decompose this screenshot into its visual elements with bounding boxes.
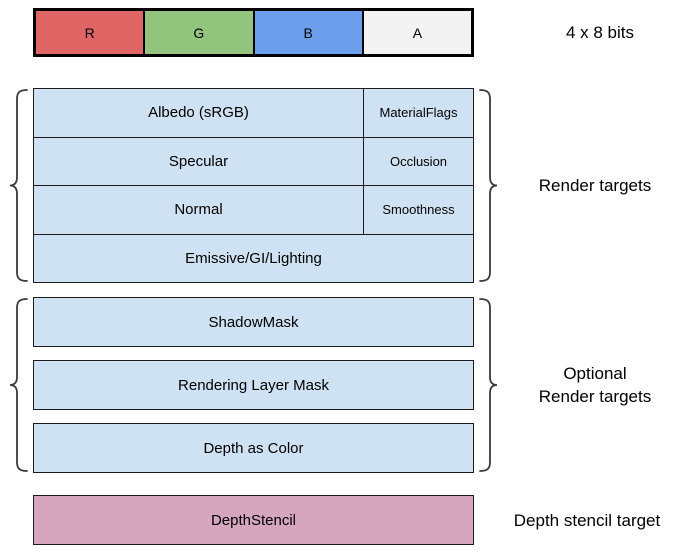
- depth-stencil-target-label: Depth stencil target: [484, 495, 690, 545]
- render-targets-table: Albedo (sRGB) MaterialFlags Specular Occ…: [33, 88, 474, 283]
- rendering-layer-mask-label: Rendering Layer Mask: [178, 376, 329, 394]
- shadowmask-label: ShadowMask: [208, 313, 299, 331]
- render-targets-label: Render targets: [500, 88, 690, 283]
- depth-as-color-box: Depth as Color: [33, 423, 474, 473]
- depth-stencil-target-label-text: Depth stencil target: [513, 510, 661, 530]
- channel-r-cell: R: [36, 11, 144, 54]
- specular-cell: Specular: [168, 152, 229, 170]
- render-target-row-normal: Normal Smoothness: [34, 185, 473, 234]
- depth-as-color-label: Depth as Color: [203, 439, 304, 457]
- optional-targets-left-brace: [6, 297, 30, 473]
- optional-label-line2: Render targets: [538, 387, 652, 406]
- render-target-row-albedo: Albedo (sRGB) MaterialFlags: [34, 89, 473, 137]
- render-target-row-emissive: Emissive/GI/Lighting: [34, 233, 473, 283]
- optional-targets-right-brace: [477, 297, 501, 473]
- render-targets-label-text: Render targets: [538, 176, 652, 195]
- materialflags-cell: MaterialFlags: [363, 89, 473, 137]
- normal-cell: Normal: [174, 201, 223, 219]
- channel-a-cell: A: [361, 11, 471, 54]
- render-targets-left-brace: [6, 88, 30, 283]
- rendering-layer-mask-box: Rendering Layer Mask: [33, 360, 474, 410]
- albedo-cell: Albedo (sRGB): [148, 104, 249, 122]
- smoothness-cell: Smoothness: [363, 186, 473, 234]
- shadowmask-box: ShadowMask: [33, 297, 474, 347]
- render-target-row-specular: Specular Occlusion: [34, 136, 473, 185]
- render-targets-right-brace: [477, 88, 501, 283]
- optional-render-targets-label: Optional Render targets: [500, 297, 690, 473]
- depthstencil-label: DepthStencil: [210, 511, 297, 529]
- depthstencil-box: DepthStencil: [33, 495, 474, 545]
- occlusion-cell: Occlusion: [363, 137, 473, 185]
- channel-b-cell: B: [252, 11, 362, 54]
- channel-g-cell: G: [143, 11, 253, 54]
- pixel-format-strip: R G B A: [33, 8, 474, 57]
- optional-label-line1: Optional: [563, 364, 627, 383]
- bits-per-channel-label: 4 x 8 bits: [565, 22, 635, 42]
- emissive-cell: Emissive/GI/Lighting: [185, 249, 322, 267]
